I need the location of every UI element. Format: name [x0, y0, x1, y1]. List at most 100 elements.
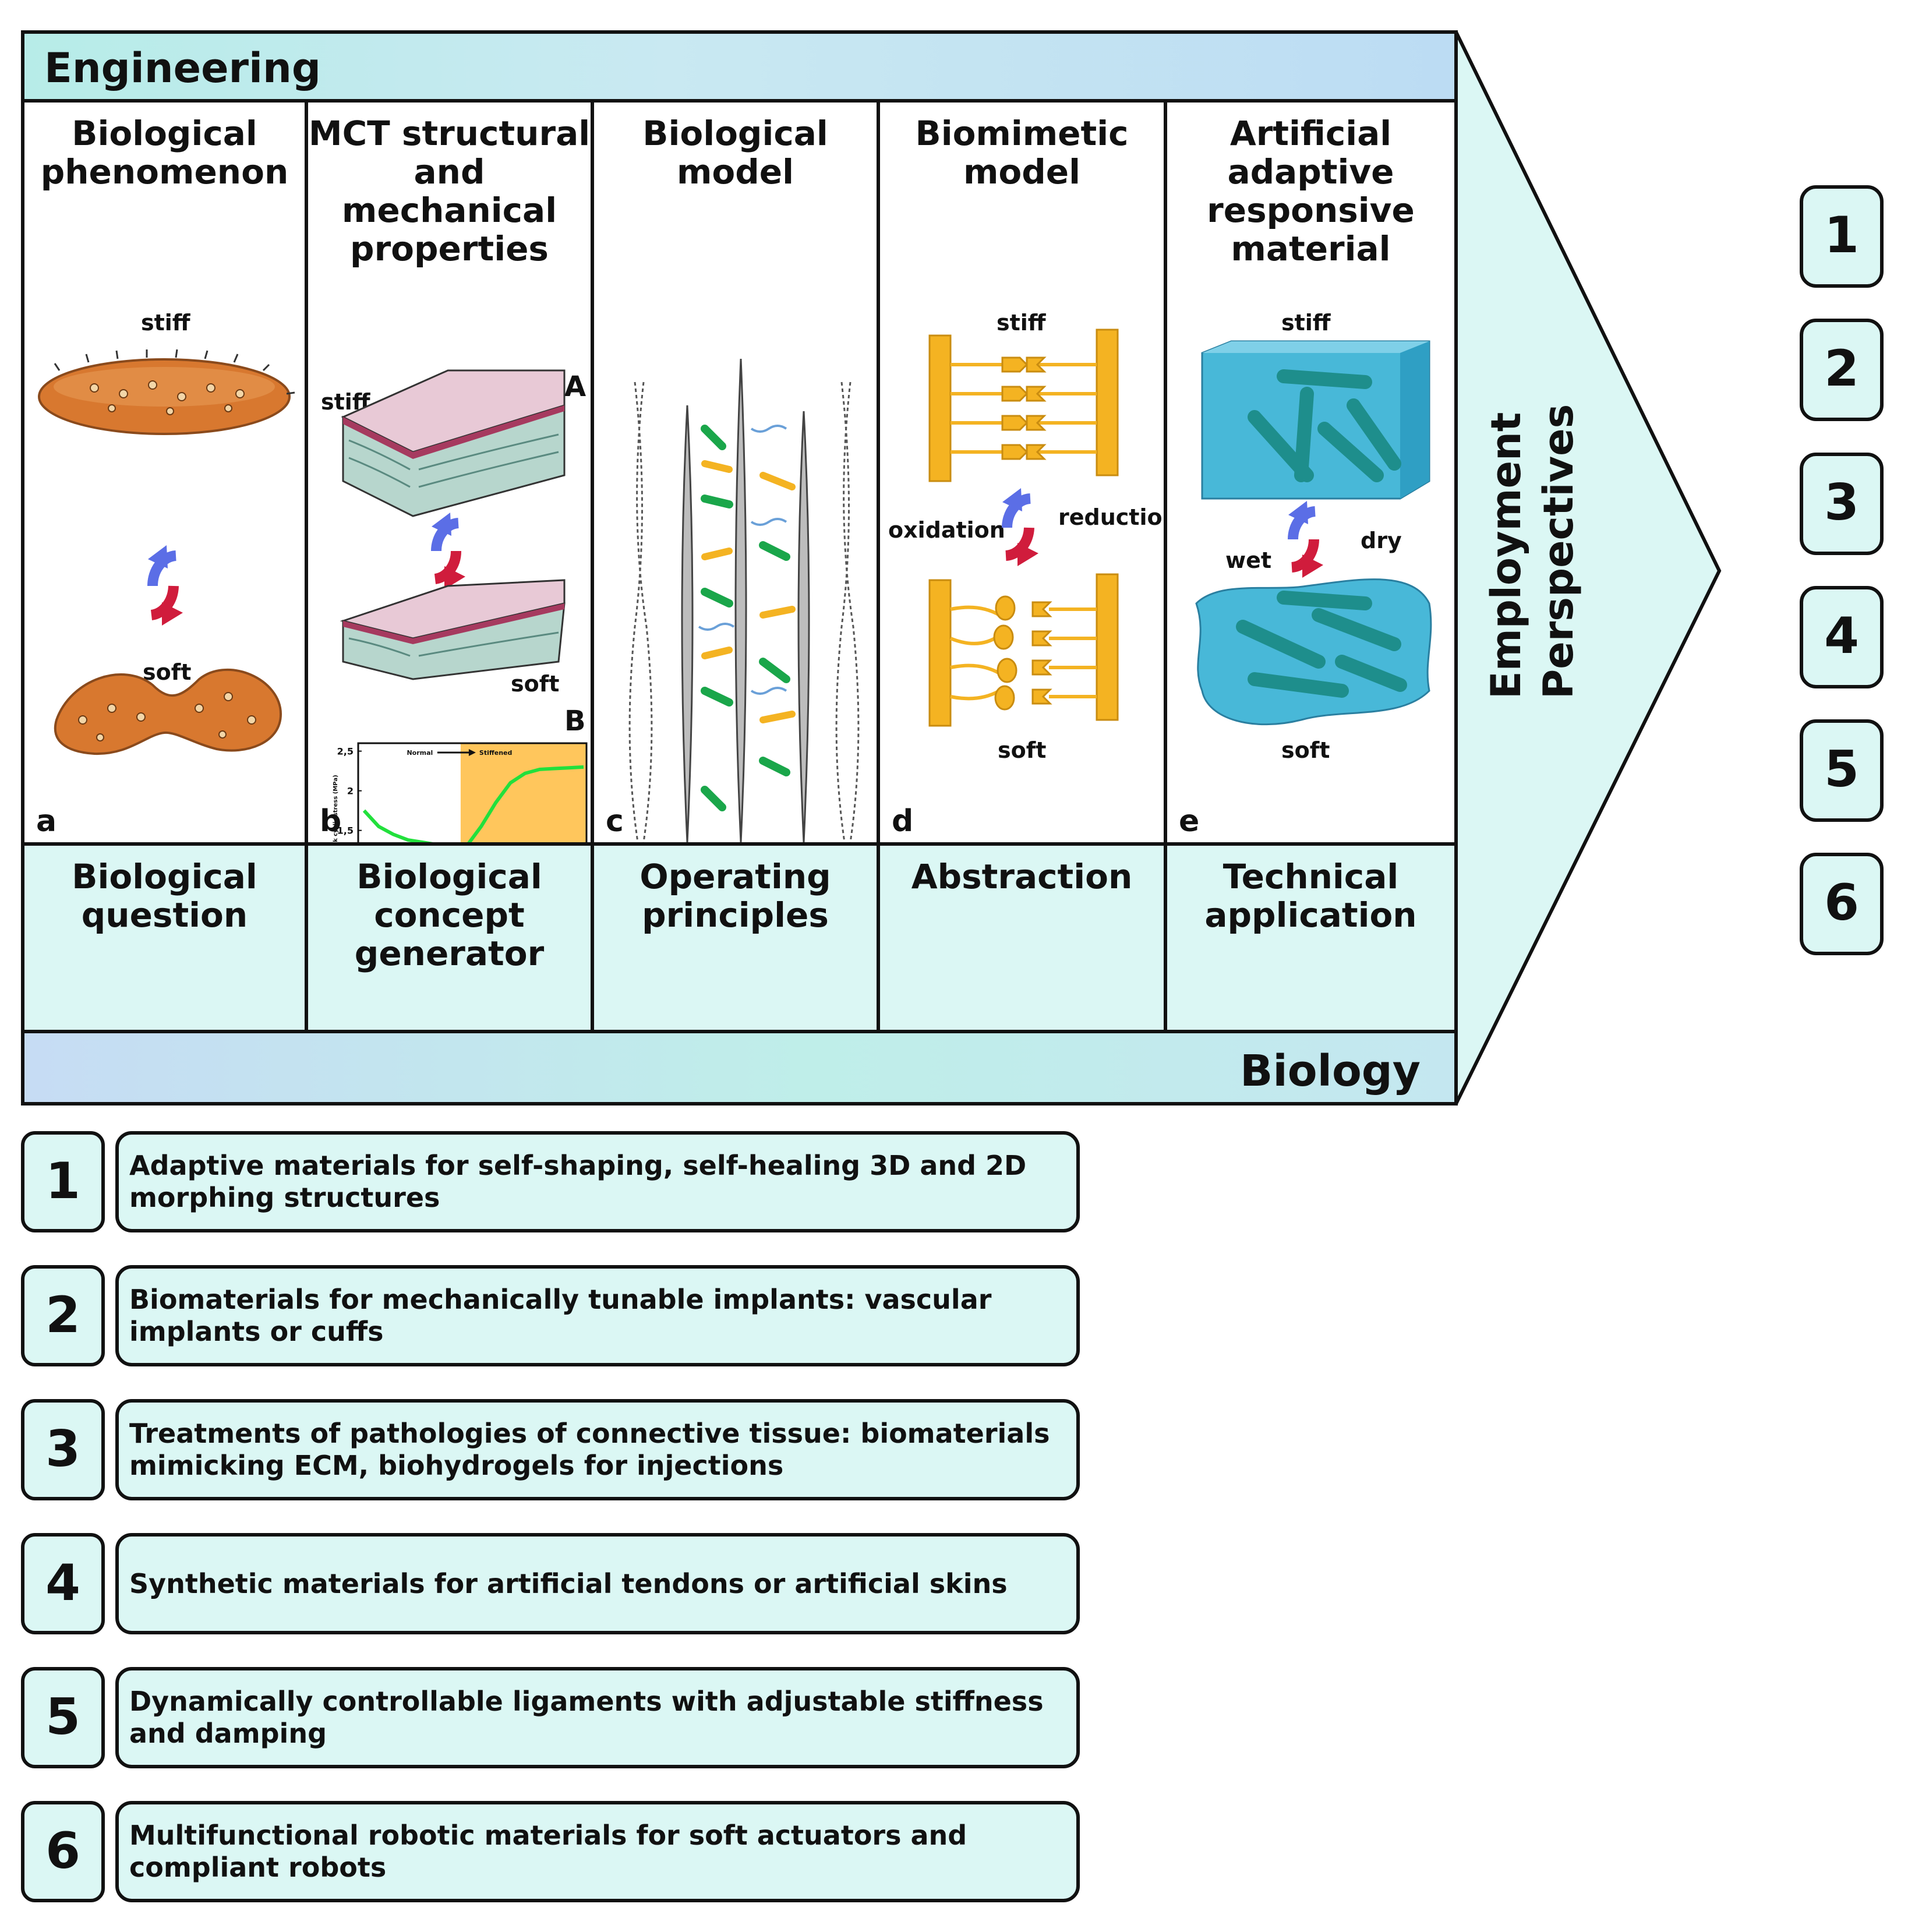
tissue-block-stiff	[341, 369, 566, 517]
column-title: Biological model	[642, 114, 828, 192]
stiff-soft-cycle-icon	[147, 545, 183, 626]
list-number-6: 6	[21, 1801, 105, 1902]
panel-letter: e	[1179, 804, 1200, 839]
column-bottom: Technical application	[1167, 842, 1454, 1030]
tissue-block-soft	[340, 579, 566, 680]
y-tick-label: 1,5	[337, 825, 354, 836]
hydrogel-illustration	[1195, 340, 1432, 726]
column-c: Biological model c Operating principles	[594, 103, 880, 1030]
stiff-label: stiff	[141, 310, 190, 335]
column-bottom: Biological question	[24, 842, 305, 1030]
list-item-5: Dynamically controllable ligaments with …	[115, 1667, 1080, 1768]
stiff-state-plates	[928, 329, 1119, 482]
column-bottom-label: Biological concept generator	[354, 857, 545, 973]
perspective-number-6: 6	[1800, 853, 1884, 955]
legend-stiffened: Stiffened	[479, 749, 513, 757]
column-a: Biological phenomenon stiff soft	[24, 103, 308, 1030]
biology-band: Biology	[21, 1030, 1458, 1105]
y-tick-label: 2,5	[337, 746, 354, 757]
hydrogel-soft	[1195, 578, 1432, 726]
arrow-title-line-2: Perspectives	[1535, 404, 1582, 699]
column-title: Artificial adaptive responsive material	[1207, 114, 1415, 269]
hydrogel-cube-stiff	[1201, 340, 1430, 500]
column-title: Biological phenomenon	[40, 114, 289, 192]
redox-cycle-icon	[1001, 488, 1038, 566]
legend-arrow-head	[468, 749, 476, 756]
list-item-text: Biomaterials for mechanically tunable im…	[129, 1284, 992, 1347]
column-b: MCT structural and mechanical properties…	[308, 103, 594, 1030]
reduction-label: reduction	[1058, 504, 1178, 530]
arrow-title-line-1: Employment	[1482, 412, 1530, 699]
subpanel-label-b: B	[564, 705, 586, 737]
wet-dry-cycle-icon	[1287, 501, 1323, 578]
list-item-text: Treatments of pathologies of connective …	[129, 1418, 1050, 1481]
left-frame	[21, 103, 24, 1030]
collagen-fibrils	[628, 382, 860, 842]
sea-cucumber-soft	[54, 668, 282, 755]
sea-cucumber-stiff	[38, 349, 295, 435]
list-item-text: Adaptive materials for self-shaping, sel…	[129, 1150, 1027, 1213]
stiff-label: stiff	[1281, 310, 1331, 335]
column-title: MCT structural and mechanical properties	[308, 114, 591, 269]
y-axis-label: Peak cyclic stress (MPa)	[333, 775, 339, 854]
subpanel-label-a: A	[564, 370, 586, 403]
biological-model-illustration	[628, 358, 860, 842]
list-item-text: Dynamically controllable ligaments with …	[129, 1686, 1044, 1749]
panel-letter: a	[36, 804, 57, 839]
soft-label: soft	[998, 737, 1047, 763]
list-number-5: 5	[21, 1667, 105, 1768]
column-bottom-label: Operating principles	[639, 857, 831, 935]
perspective-number-2: 2	[1800, 319, 1884, 421]
soft-state-plates	[928, 573, 1119, 727]
stiff-label: stiff	[997, 310, 1046, 335]
sea-cucumber-illustration	[38, 349, 295, 755]
column-bottom: Abstraction	[880, 842, 1164, 1030]
legend-normal: Normal	[407, 749, 433, 757]
column-bottom-label: Abstraction	[911, 857, 1133, 896]
list-item-1: Adaptive materials for self-shaping, sel…	[115, 1131, 1080, 1232]
soft-label: soft	[1281, 737, 1330, 763]
column-e: Artificial adaptive responsive material …	[1167, 103, 1458, 1030]
list-item-3: Treatments of pathologies of connective …	[115, 1399, 1080, 1500]
wet-label: wet	[1225, 548, 1272, 573]
list-number-1: 1	[21, 1131, 105, 1232]
stiff-soft-cycle-icon	[430, 513, 465, 589]
perspective-number-4: 4	[1800, 586, 1884, 688]
green-crosslinks	[701, 425, 790, 811]
column-bottom-label: Biological question	[72, 857, 257, 935]
panel-letter: b	[320, 804, 342, 839]
y-tick-label: 2	[347, 786, 354, 797]
perspective-number-1: 1	[1800, 185, 1884, 288]
biomimetic-model-illustration	[928, 329, 1119, 727]
list-number-4: 4	[21, 1533, 105, 1634]
list-item-2: Biomaterials for mechanically tunable im…	[115, 1265, 1080, 1366]
soft-label: soft	[511, 671, 560, 697]
engineering-label: Engineering	[44, 44, 321, 92]
oxidation-label: oxidation	[888, 517, 1005, 543]
list-number-2: 2	[21, 1265, 105, 1366]
employment-perspectives-arrow	[1454, 31, 1722, 1105]
biology-label: Biology	[1239, 1046, 1421, 1096]
column-bottom: Operating principles	[594, 842, 877, 1030]
column-title: Biomimetic model	[915, 114, 1129, 192]
arrow-title: Employment Perspectives	[1456, 373, 1607, 699]
panel-letter: d	[892, 804, 914, 839]
yellow-crosslinks	[701, 460, 796, 723]
column-bottom: Biological concept generator	[308, 842, 591, 1030]
list-item-text: Synthetic materials for artificial tendo…	[129, 1567, 1008, 1599]
soft-label: soft	[143, 659, 192, 685]
perspective-number-5: 5	[1800, 719, 1884, 822]
fibrils	[681, 358, 810, 842]
perspective-number-3: 3	[1800, 453, 1884, 555]
list-number-3: 3	[21, 1399, 105, 1500]
panel-letter: c	[606, 804, 624, 839]
list-item-6: Multifunctional robotic materials for so…	[115, 1801, 1080, 1902]
engineering-band: Engineering	[21, 30, 1458, 103]
list-item-4: Synthetic materials for artificial tendo…	[115, 1533, 1080, 1634]
column-d: Biomimetic model stiff oxidation reducti…	[880, 103, 1178, 1030]
column-bottom-label: Technical application	[1204, 857, 1417, 935]
tissue-illustration	[340, 369, 566, 680]
blue-fibrillin	[698, 425, 787, 695]
list-item-text: Multifunctional robotic materials for so…	[129, 1820, 967, 1883]
dry-label: dry	[1361, 528, 1402, 553]
